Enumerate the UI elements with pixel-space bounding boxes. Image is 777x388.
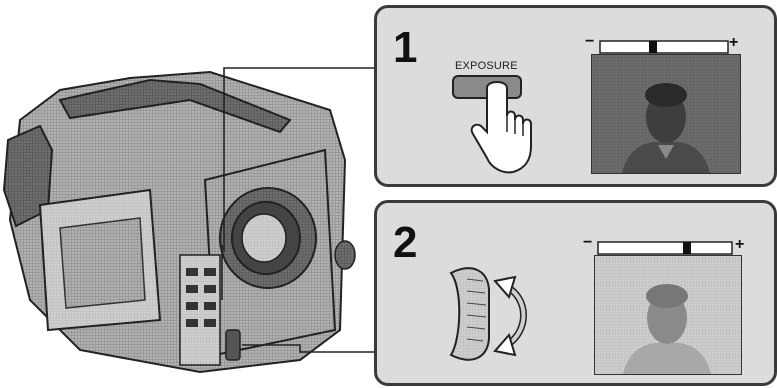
step-1-panel: 1 EXPOSURE − +	[374, 5, 777, 187]
viewfinder-screen	[591, 54, 741, 174]
control-dial-icon	[451, 268, 489, 360]
meter-plus-sign: +	[735, 236, 744, 254]
rotate-arrow-icon	[495, 277, 524, 355]
exposure-button[interactable]	[451, 68, 541, 178]
subject-face-image	[595, 256, 741, 374]
step-number: 1	[393, 26, 417, 70]
viewfinder-screen	[594, 255, 742, 375]
control-dial[interactable]	[437, 259, 577, 369]
subject-face-image	[592, 55, 740, 173]
meter-plus-sign: +	[729, 34, 738, 52]
meter-minus-sign: −	[583, 234, 592, 252]
meter-minus-sign: −	[585, 33, 594, 51]
exposure-meter-bar	[597, 241, 733, 255]
step-number: 2	[393, 221, 417, 265]
exposure-meter-bar	[599, 40, 729, 54]
step-2-panel: 2	[374, 200, 777, 386]
